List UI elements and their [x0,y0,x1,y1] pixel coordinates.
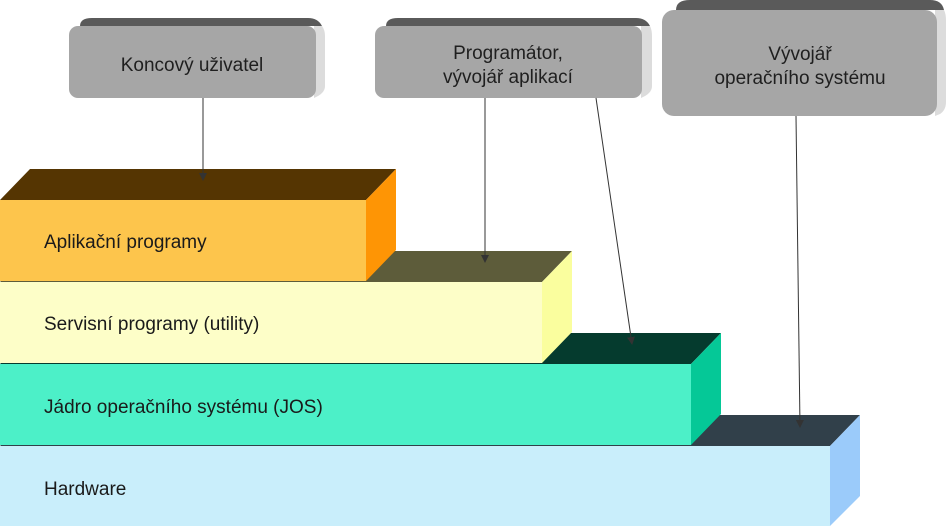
layer-utilities-front [0,282,542,363]
callout-programmer-top [386,18,650,26]
callout-os-developer-box [662,10,937,116]
callout-end-user-line-1: Koncový uživatel [121,55,264,76]
layer-kernel-label: Jádro operačního systému (JOS) [44,397,323,418]
callout-end-user-box [69,26,316,98]
callout-programmer-line-2: vývojář aplikací [443,67,574,88]
callout-programmer-box [375,26,642,98]
callout-programmer-line-1: Programátor, [453,43,563,64]
layer-hardware-front [0,446,830,526]
callout-os-developer-line-1: Vývojář [768,44,832,65]
layer-kernel-side [691,333,721,445]
callout-end-user-side [314,26,325,98]
layer-utilities-side [542,251,572,363]
callout-end-user: Koncový uživatel [69,18,325,98]
callout-os-developer: Vývojář operačního systému [662,0,946,116]
callout-programmer: Programátor, vývojář aplikací [375,18,652,98]
callout-os-developer-side [935,10,946,116]
callout-os-developer-line-2: operačního systému [714,68,885,89]
arrow-os-developer-to-hardware [795,115,804,428]
callout-programmer-side [641,26,652,98]
layer-applications: Aplikační programy [0,169,396,281]
callout-end-user-top [80,18,322,26]
layer-hardware-label: Hardware [44,479,126,500]
layer-kernel-front [0,364,691,445]
arrow-programmer-to-kernel [595,97,635,345]
layer-hardware-side [830,415,860,526]
callout-os-developer-top [676,0,944,10]
layer-applications-label: Aplikační programy [44,232,207,253]
layer-applications-top [0,169,396,200]
layer-applications-front [0,200,366,281]
layer-utilities-label: Servisní programy (utility) [44,314,259,335]
layer-applications-side [366,169,396,281]
